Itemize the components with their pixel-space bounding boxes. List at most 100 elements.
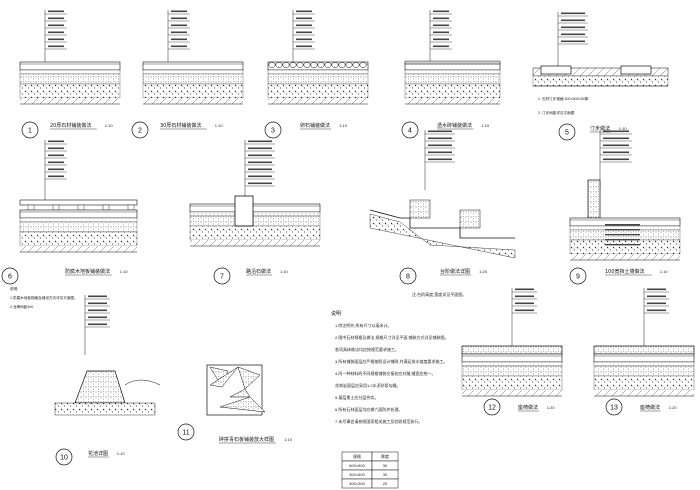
callout-text-block xyxy=(296,10,312,13)
callout-text-block xyxy=(428,151,452,154)
gravel-layer xyxy=(461,375,563,391)
table-cell-text: 300×300 xyxy=(349,481,365,486)
detail-number: 6 xyxy=(8,274,12,281)
stepping-stone xyxy=(540,65,572,75)
detail-title: 防腐木地板铺装做法 xyxy=(65,268,110,275)
notes-line: 各项具体做法均应按规范要求施工。 xyxy=(335,346,399,352)
table-cell-text: 20 xyxy=(383,481,388,486)
detail-title: 碎拼青石板铺装放大样图 xyxy=(219,436,274,443)
detail-title: 卵石铺装做法 xyxy=(300,122,330,129)
callout-text-block xyxy=(88,316,107,319)
deck-note: 2.龙骨间距400 xyxy=(10,304,33,309)
callout-text-block xyxy=(171,38,187,41)
flagstone-piece xyxy=(229,388,251,398)
callout-text-block xyxy=(48,161,64,164)
detail-number-circle xyxy=(1,267,19,285)
mortar-layer xyxy=(142,69,244,75)
callout-text-block xyxy=(515,302,534,305)
callout-text-block xyxy=(48,45,64,48)
concrete-layer xyxy=(19,73,121,85)
joist xyxy=(102,204,110,211)
gravel-layer xyxy=(189,225,321,241)
soil-layer xyxy=(462,390,562,396)
detail-title: 花池详图 xyxy=(88,450,108,457)
notes-line: 5.基层素土应分层夯实。 xyxy=(335,394,378,400)
wall-callout xyxy=(605,229,640,231)
callout-text-block xyxy=(647,302,666,305)
callout-text-block xyxy=(428,158,452,161)
detail-title: 座椅做法 xyxy=(640,404,660,411)
concrete-layer xyxy=(19,221,138,233)
gravel-layer xyxy=(142,83,244,99)
table-cell xyxy=(371,478,399,489)
callout-text-block xyxy=(433,24,449,27)
seat-slab xyxy=(593,345,695,355)
detail-number: 10 xyxy=(60,455,68,462)
notes-heading: 说明 xyxy=(331,310,341,317)
callout-text-block xyxy=(433,45,449,48)
callout-text-block xyxy=(603,130,629,133)
mortar-layer xyxy=(19,217,138,223)
notes-line: 2.图中石材规格及做法,规格尺寸详见平面,铺装方式详见铺装图。 xyxy=(335,334,449,340)
callout-text-block xyxy=(296,31,312,34)
callout-text-block xyxy=(171,45,187,48)
callout-text-block xyxy=(88,295,107,298)
callout-text-block xyxy=(248,175,272,178)
detail-number: 3 xyxy=(271,128,275,135)
callout-text-block xyxy=(647,295,666,298)
mortar-layer xyxy=(267,69,369,75)
notes-line: 1.除注明外,所有尺寸以毫米计。 xyxy=(335,322,391,328)
concrete-layer xyxy=(189,215,321,227)
joist xyxy=(52,204,60,211)
pebble xyxy=(303,62,311,68)
mortar-layer xyxy=(593,361,695,367)
detail-6: 说明:1.防腐木地板规格及铺设方向详见平面图。2.龙骨间距4006防腐木地板铺装… xyxy=(1,140,138,309)
detail-number: 2 xyxy=(138,128,142,135)
soil-layer xyxy=(143,98,243,104)
pebble xyxy=(275,62,283,68)
callout-text-block xyxy=(561,26,585,29)
deck-board xyxy=(19,199,138,206)
soil-mound xyxy=(124,379,161,386)
gravel-layer xyxy=(569,239,681,255)
detail-number-circle xyxy=(605,398,623,416)
detail-number: 8 xyxy=(406,274,410,281)
detail-scale: 1:10 xyxy=(481,123,490,128)
callout-text-block xyxy=(171,24,187,27)
gravel-layer xyxy=(19,231,138,247)
callout-text-block xyxy=(171,31,187,34)
permeable-brick xyxy=(404,60,501,65)
detail-number-circle xyxy=(177,423,195,441)
callout-text-block xyxy=(48,175,64,178)
soil-layer xyxy=(190,240,320,246)
wall-callout xyxy=(605,239,640,241)
pebble xyxy=(352,62,360,68)
detail-scale: 1:10 xyxy=(619,126,628,131)
pebble xyxy=(282,62,290,68)
detail-scale: 1:20 xyxy=(669,405,678,410)
detail-number: 1 xyxy=(28,128,32,135)
callout-text-block xyxy=(296,24,312,27)
callout-text-block xyxy=(248,147,272,150)
stepping-stone xyxy=(620,65,652,75)
table-cell-text: 规格 xyxy=(353,453,361,459)
callout-text-block xyxy=(48,17,64,20)
wall-callout xyxy=(605,244,640,246)
detail-title: 透水砖铺装做法 xyxy=(437,122,472,129)
wall-callout xyxy=(605,234,640,236)
surface-layer xyxy=(142,61,244,71)
detail-number: 7 xyxy=(220,274,224,281)
detail-number: 4 xyxy=(408,128,412,135)
pebble xyxy=(338,62,346,68)
detail-number: 9 xyxy=(576,274,580,281)
callout-text-block xyxy=(48,38,64,41)
notes-line: 3.所有铺装面层应严格按照设计铺砌,并满足排水坡度要求施工。 xyxy=(335,358,447,364)
step-note: 1. 石材汀步规格:300×600×50厚 xyxy=(538,96,589,101)
flagstone-piece xyxy=(209,366,239,388)
